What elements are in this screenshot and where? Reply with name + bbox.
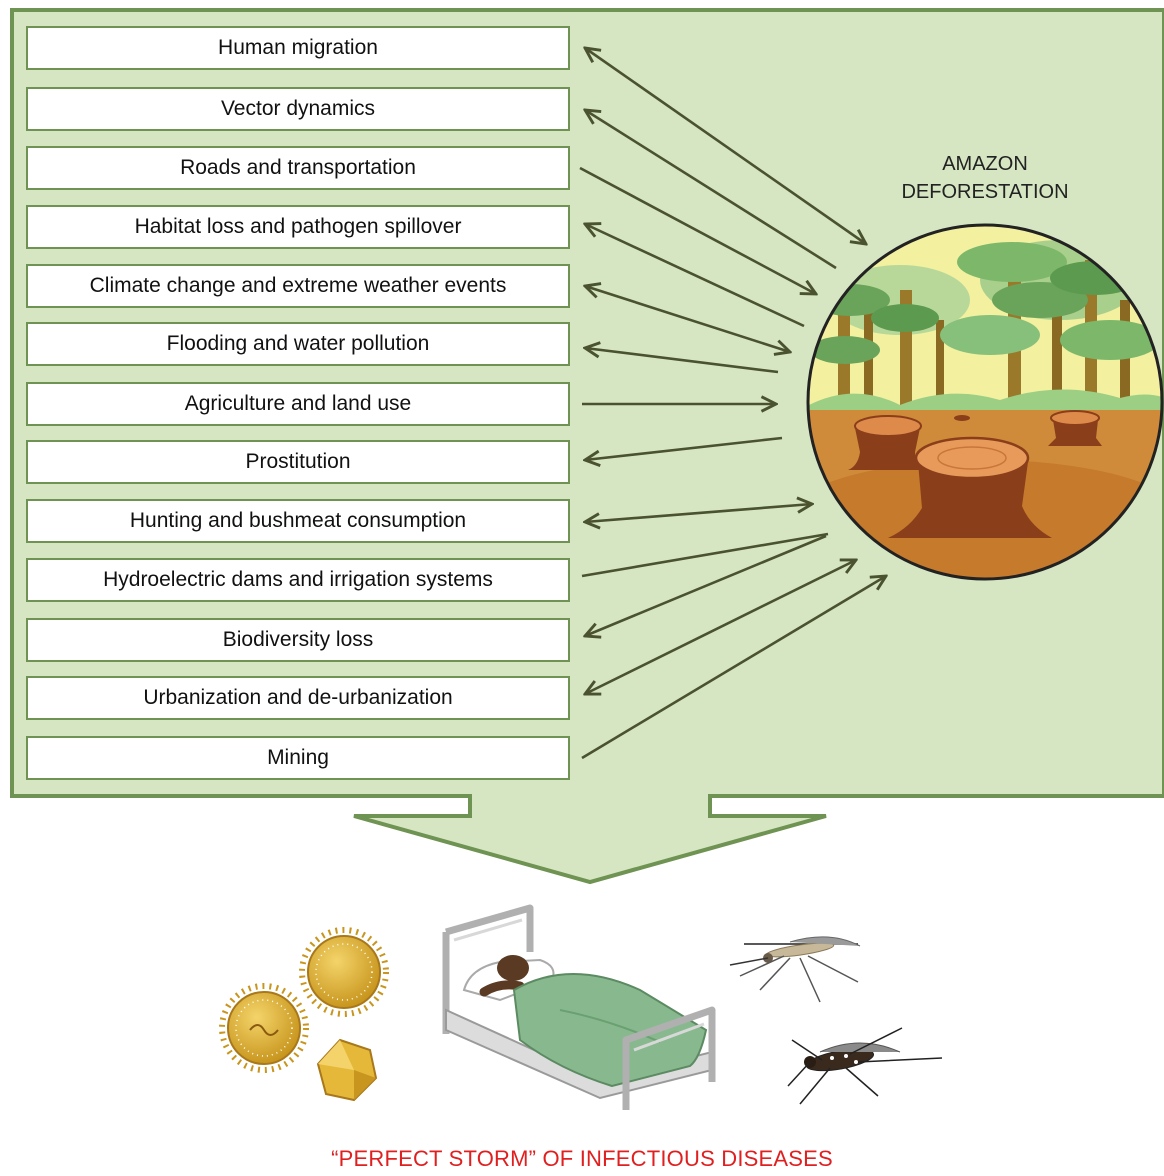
factor-box-flooding: Flooding and water pollution — [26, 322, 570, 366]
factor-box-habitat-loss: Habitat loss and pathogen spillover — [26, 205, 570, 249]
factor-box-climate-change: Climate change and extreme weather event… — [26, 264, 570, 308]
factor-box-prostitution: Prostitution — [26, 440, 570, 484]
virus-particle-3 — [318, 1040, 376, 1100]
factor-box-agriculture: Agriculture and land use — [26, 382, 570, 426]
factor-box-hydroelectric-dams: Hydroelectric dams and irrigation system… — [26, 558, 570, 602]
factor-box-mining: Mining — [26, 736, 570, 780]
deforestation-title: AMAZON DEFORESTATION — [870, 150, 1100, 206]
factor-box-human-migration: Human migration — [26, 26, 570, 70]
factor-box-urbanization: Urbanization and de-urbanization — [26, 676, 570, 720]
deforestation-title-line-2: DEFORESTATION — [870, 178, 1100, 206]
factor-box-vector-dynamics: Vector dynamics — [26, 87, 570, 131]
virus-particle-2 — [222, 986, 306, 1070]
deforestation-title-line-1: AMAZON — [870, 150, 1100, 178]
patient-in-bed-illustration — [446, 908, 712, 1110]
mosquitoes-illustration — [730, 937, 942, 1104]
factor-box-hunting-bushmeat: Hunting and bushmeat consumption — [26, 499, 570, 543]
mosquito-aedes — [788, 1028, 942, 1104]
outcome-title: “PERFECT STORM” OF INFECTIOUS DISEASES — [0, 1146, 1164, 1172]
virus-particle-1 — [302, 930, 386, 1014]
mosquito-anopheles — [730, 937, 860, 1002]
virus-particles-illustration — [222, 930, 386, 1100]
factor-box-biodiversity-loss: Biodiversity loss — [26, 618, 570, 662]
factor-box-roads-transportation: Roads and transportation — [26, 146, 570, 190]
